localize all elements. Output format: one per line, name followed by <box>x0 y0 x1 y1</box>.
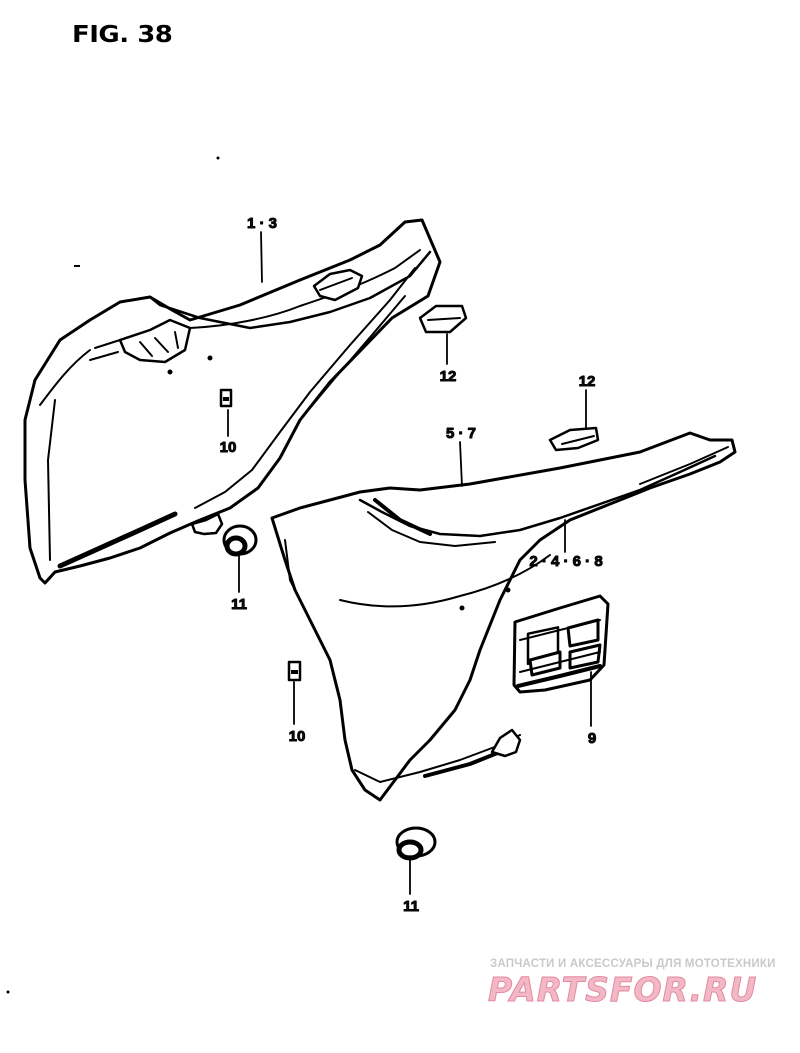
clip-part-10-left <box>219 388 233 408</box>
clip-part-10-lower <box>287 660 302 682</box>
callout-1-3: 1 · 3 <box>247 215 277 232</box>
callout-11-lower: 11 <box>403 898 419 915</box>
callout-11-upper: 11 <box>231 596 247 613</box>
watermark-tagline: ЗАПЧАСТИ И АКСЕССУАРЫ ДЛЯ МОТОТЕХНИКИ <box>490 958 776 970</box>
grommet-part-11-lower <box>395 826 437 861</box>
left-frame-cover <box>23 218 442 585</box>
callout-10-left: 10 <box>220 439 237 456</box>
callout-5-7: 5 · 7 <box>446 425 476 442</box>
scan-specks <box>6 156 220 994</box>
leader-lines <box>227 231 592 895</box>
callout-12-right: 12 <box>579 373 596 390</box>
clip-part-12-upper <box>418 304 468 334</box>
callout-9: 9 <box>588 730 596 747</box>
clip-part-12-right <box>548 426 600 452</box>
emblem-plate <box>512 594 610 694</box>
grommet-part-11-upper <box>222 524 258 557</box>
watermark-brand-logo: PARTSFOR.RU <box>488 970 758 1010</box>
callout-2-4-6-8: 2 · 4 · 6 · 8 <box>529 553 602 570</box>
right-frame-cover <box>270 431 737 802</box>
callout-labels: 1 · 3 12 12 10 5 · 7 2 · 4 · 6 · 8 11 10… <box>219 215 603 916</box>
figure-title: FIG. 38 <box>72 21 173 49</box>
callout-10-lower: 10 <box>289 728 306 745</box>
callout-12-upper: 12 <box>440 368 457 385</box>
